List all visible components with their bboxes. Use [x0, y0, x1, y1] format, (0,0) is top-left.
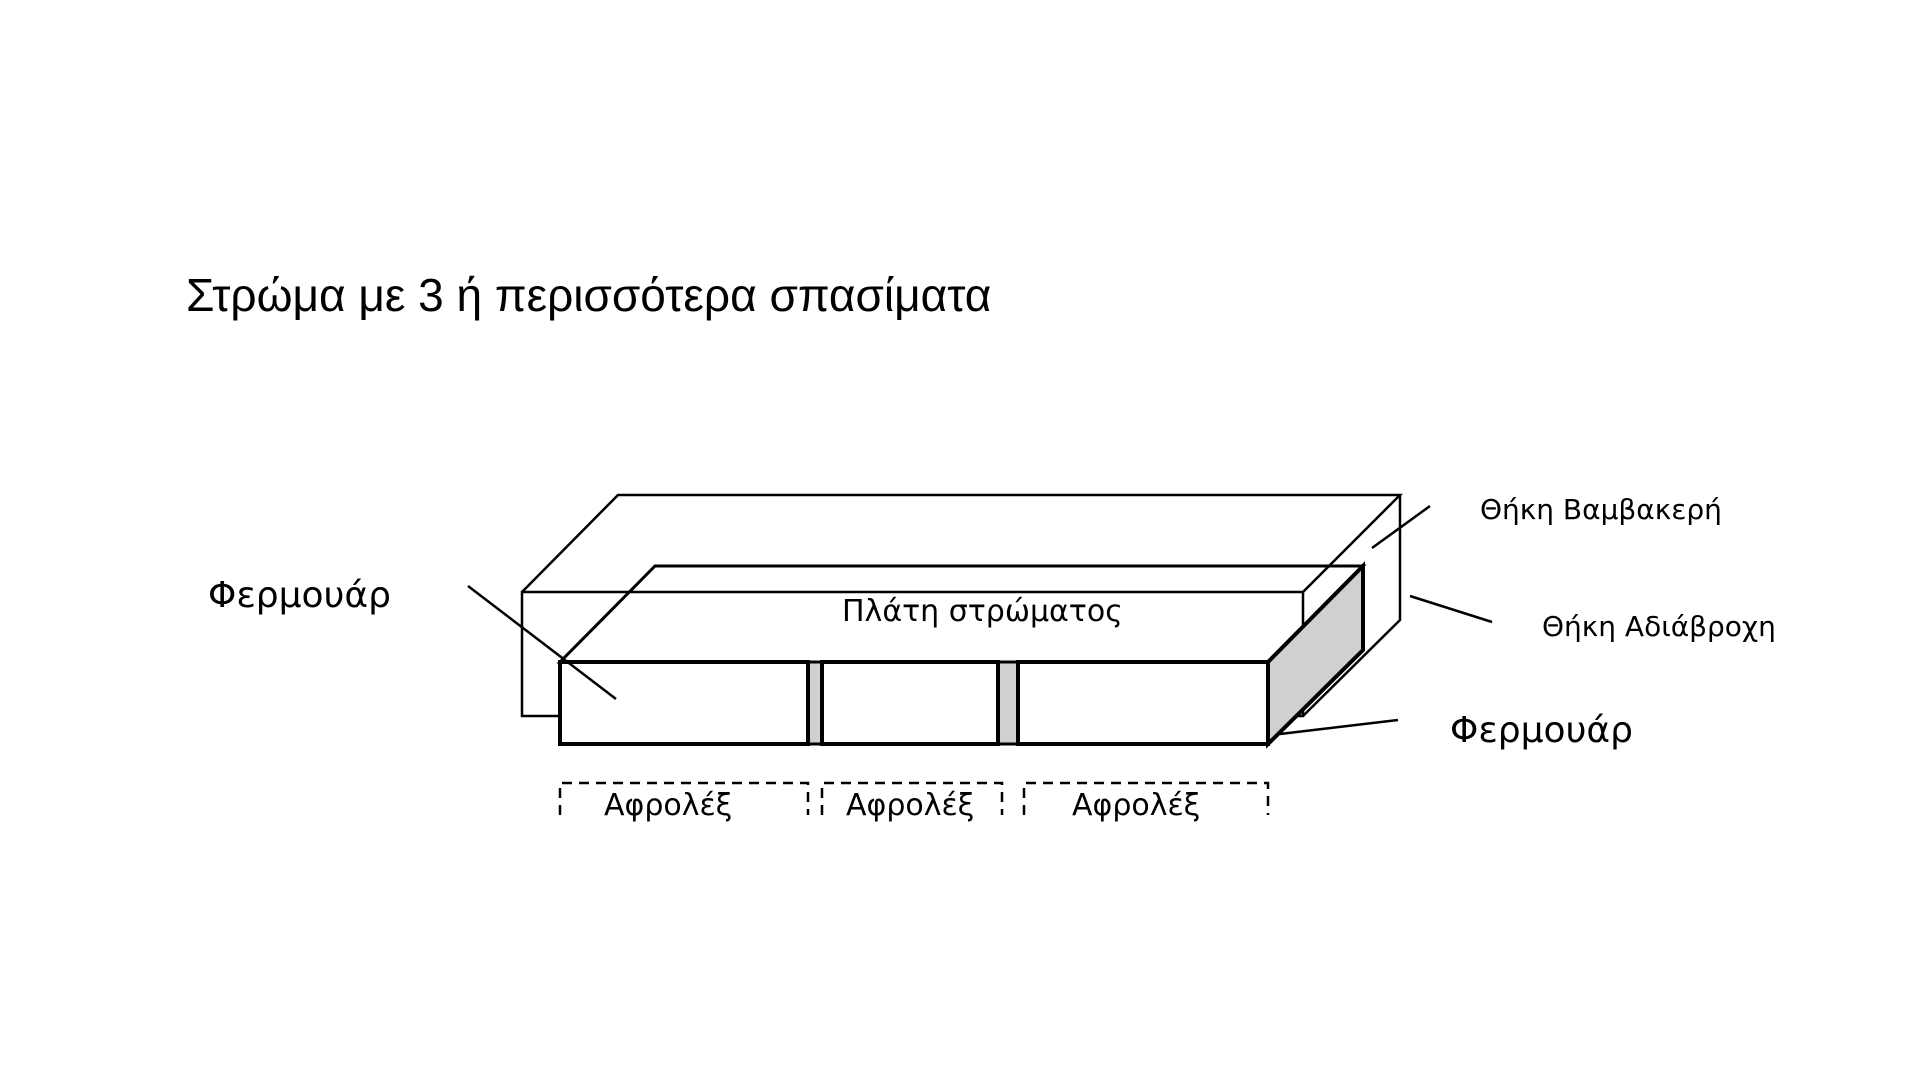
mattress-core	[556, 561, 1367, 749]
segment-gap-2	[996, 660, 1020, 746]
segment-gap-1	[806, 660, 824, 746]
outer-cover-top	[521, 493, 1404, 593]
foam-segment-1	[558, 660, 810, 746]
waterproof-cover-label: Θήκη Αδιάβροχη	[1542, 610, 1776, 643]
foam-label-1: Αφρολέξ	[604, 788, 732, 823]
zipper-left-label: Φερμουάρ	[208, 575, 391, 616]
foam-segment-3	[1016, 660, 1270, 746]
slide-title: Στρώμα με 3 ή περισσότερα σπασίματα	[186, 269, 991, 321]
foam-segment-2	[820, 660, 1000, 746]
waterproof-cover-leader	[1409, 594, 1493, 624]
zipper-right-label: Φερμουάρ	[1450, 710, 1633, 751]
foam-bracket-1	[558, 781, 810, 815]
foam-bracket-2	[820, 781, 1004, 815]
foam-label-3: Αφρολέξ	[1072, 788, 1200, 823]
zipper-right-leader	[1279, 718, 1399, 736]
cotton-cover-leader	[1371, 504, 1431, 550]
zipper-left-leader	[467, 585, 617, 700]
foam-bracket-3	[1022, 781, 1270, 815]
foam-brackets	[558, 781, 1270, 815]
foam-label-2: Αφρολέξ	[846, 788, 974, 823]
outer-cover-box	[520, 493, 1404, 718]
cotton-cover-label: Θήκη Βαμβακερή	[1480, 493, 1722, 526]
top-surface-label: Πλάτη στρώματος	[842, 594, 1123, 629]
outer-cover-side	[1302, 495, 1402, 717]
